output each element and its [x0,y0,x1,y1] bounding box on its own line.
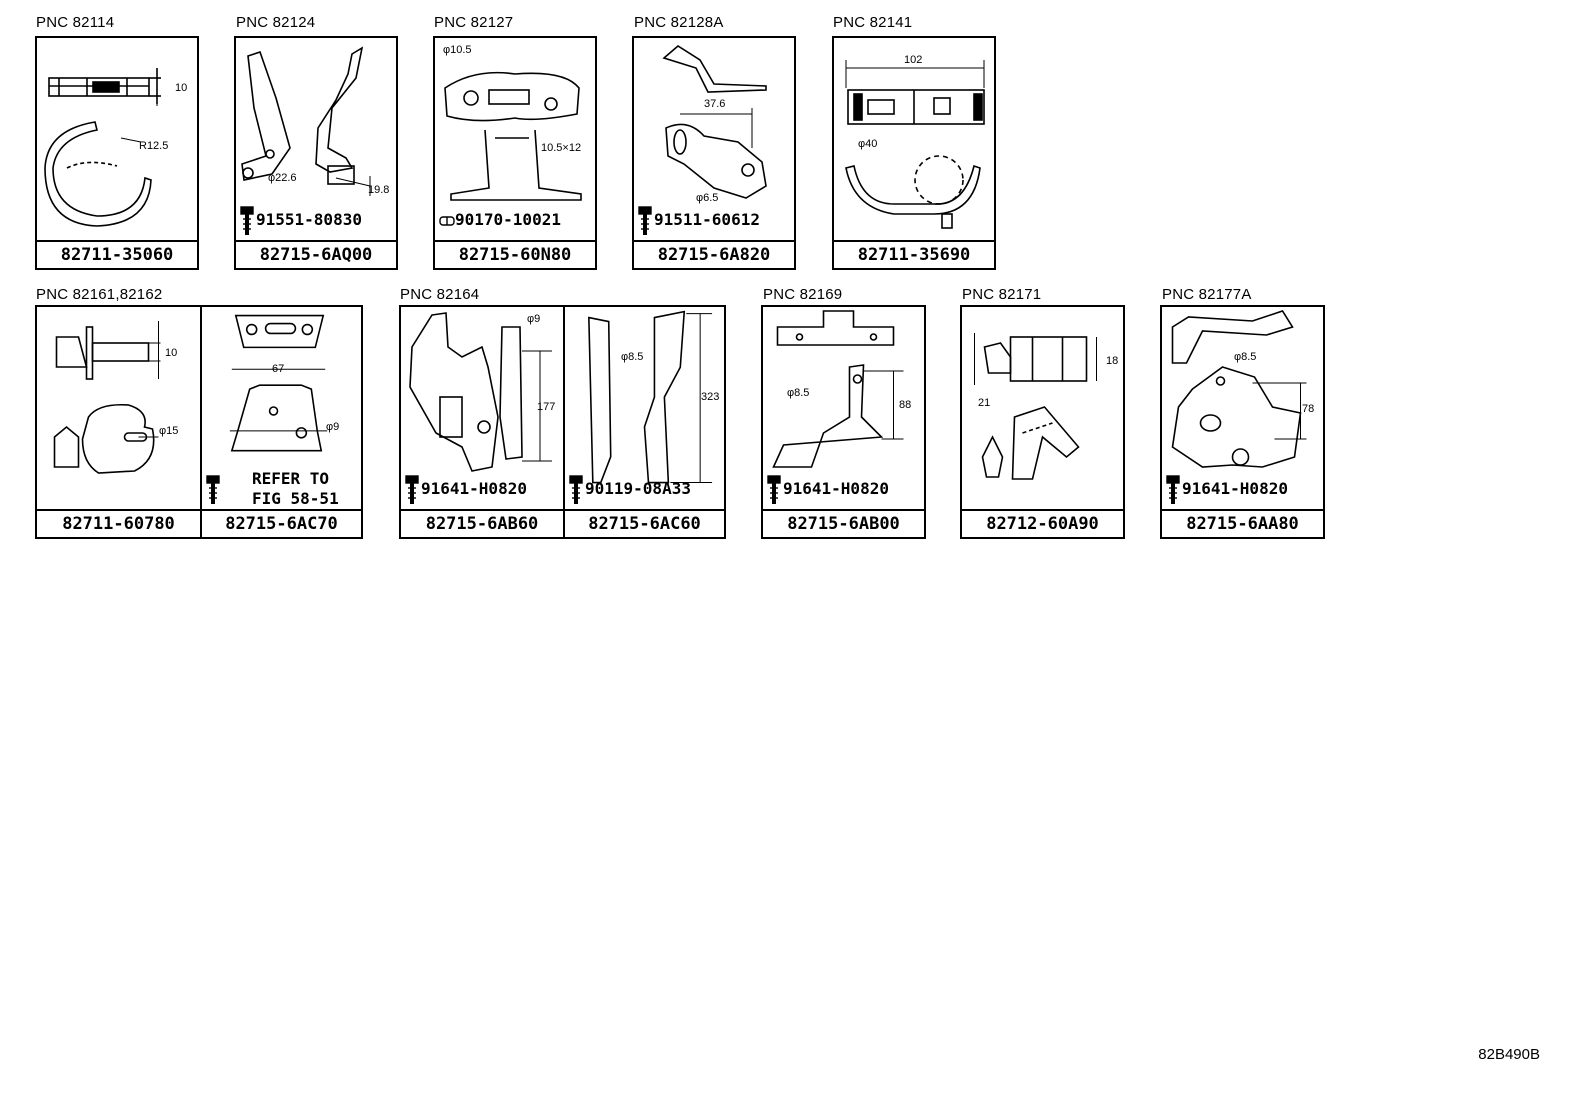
bolt-icon [638,206,652,236]
part-card[interactable]: φ10.5 10.5×12 90170-10021 82715-60N80 [433,36,597,270]
dim-label: 21 [978,397,991,409]
bolt-part-number[interactable]: 90119-08A33 [585,479,691,498]
part-card-group: 10 φ15 82711-60780 67 φ9 REFER TO FIG 58… [35,305,363,539]
pnc-label: PNC 82124 [236,14,316,31]
pnc-label: PNC 82169 [763,286,843,303]
dim-label: φ15 [159,425,179,437]
dim-label: φ22.6 [268,172,297,184]
pnc-label: PNC 82128A [634,14,724,31]
refer-note: REFER TO FIG 58-51 [252,469,339,508]
part-card-group: φ9 177 91641-H0820 82715-6AB60 φ8.5 323 … [399,305,726,539]
bolt-icon [1166,475,1180,505]
pnc-label: PNC 82161,82162 [36,286,163,303]
pnc-label: PNC 82177A [1162,286,1252,303]
bolt-icon [767,475,781,505]
bolt-icon [405,475,419,505]
dim-label: 78 [1302,403,1315,415]
nut-icon [439,214,455,226]
clamp-drawing: 10 R12.5 [37,38,197,240]
pnc-label: PNC 82127 [434,14,514,31]
nut-part-number[interactable]: 90170-10021 [455,210,561,229]
part-card[interactable]: 67 φ9 REFER TO FIG 58-51 82715-6AC70 [200,307,361,537]
dim-label: 19.8 [368,184,390,196]
bracket-drawing: φ9 177 [401,307,563,509]
part-number[interactable]: 82715-6AQ00 [236,240,396,268]
bolt-icon [240,206,254,236]
bracket-drawing: φ10.5 10.5×12 [435,38,595,240]
part-number[interactable]: 82711-35690 [834,240,994,268]
part-card[interactable]: 102 φ40 82711-35690 [832,36,996,270]
bracket-drawing: φ8.5 323 [565,307,724,509]
bolt-icon [569,475,583,505]
part-card[interactable]: 37.6 φ6.5 91511-60612 82715-6A820 [632,36,796,270]
bracket-drawing: 67 φ9 [202,307,361,509]
part-number[interactable]: 82712-60A90 [962,509,1123,537]
clamp-drawing: 102 φ40 [834,38,994,240]
bracket-drawing: φ22.6 19.8 [236,38,396,240]
dim-label: φ8.5 [787,387,810,399]
part-number[interactable]: 82715-6AB60 [401,509,563,537]
bolt-part-number[interactable]: 91641-H0820 [421,479,527,498]
dim-label: φ10.5 [443,44,472,56]
dim-label: 323 [701,391,720,403]
clip-drawing: 10 φ15 [37,307,200,509]
part-number[interactable]: 82711-60780 [37,509,200,537]
clip-drawing: 18 21 [962,307,1123,509]
part-card[interactable]: 10 R12.5 82711-35060 [35,36,199,270]
part-number[interactable]: 82715-6A820 [634,240,794,268]
dim-label: 88 [899,399,912,411]
dim-label: φ6.5 [696,192,719,204]
pnc-label: PNC 82164 [400,286,480,303]
dim-label: 10 [175,82,188,94]
dim-label: R12.5 [139,140,169,152]
dim-label: φ9 [326,421,340,433]
part-number[interactable]: 82711-35060 [37,240,197,268]
part-card[interactable]: 18 21 82712-60A90 [960,305,1125,539]
bolt-part-number[interactable]: 91511-60612 [654,210,760,229]
bracket-drawing: φ8.5 88 [763,307,924,509]
dim-label: φ8.5 [621,351,644,363]
dim-label: 10 [165,347,178,359]
dim-label: 67 [272,363,285,375]
part-card[interactable]: 10 φ15 82711-60780 [37,307,200,537]
part-card[interactable]: φ8.5 88 91641-H0820 82715-6AB00 [761,305,926,539]
part-number[interactable]: 82715-6AC70 [202,509,361,537]
part-card[interactable]: φ9 177 91641-H0820 82715-6AB60 [401,307,563,537]
dim-label: 177 [537,401,556,413]
bolt-part-number[interactable]: 91641-H0820 [783,479,889,498]
pnc-label: PNC 82171 [962,286,1042,303]
part-card[interactable]: φ8.5 323 90119-08A33 82715-6AC60 [563,307,724,537]
bracket-drawing: φ8.5 78 [1162,307,1323,509]
part-card[interactable]: φ22.6 19.8 91551-80830 82715-6AQ00 [234,36,398,270]
dim-label: φ8.5 [1234,351,1257,363]
dim-label: 37.6 [704,98,726,110]
bolt-part-number[interactable]: 91551-80830 [256,210,362,229]
part-number[interactable]: 82715-60N80 [435,240,595,268]
bolt-part-number[interactable]: 91641-H0820 [1182,479,1288,498]
dim-label: φ40 [858,138,878,150]
part-card[interactable]: φ8.5 78 91641-H0820 82715-6AA80 [1160,305,1325,539]
pnc-label: PNC 82141 [833,14,913,31]
part-number[interactable]: 82715-6AB00 [763,509,924,537]
part-number[interactable]: 82715-6AA80 [1162,509,1323,537]
figure-code: 82B490B [1478,1046,1540,1063]
bracket-drawing: 37.6 φ6.5 [634,38,794,240]
bolt-icon [206,475,220,505]
dim-label: 18 [1106,355,1119,367]
part-number[interactable]: 82715-6AC60 [565,509,724,537]
dim-label: 102 [904,54,923,66]
dim-label: φ9 [527,313,541,325]
pnc-label: PNC 82114 [36,14,115,31]
dim-label: 10.5×12 [541,142,582,154]
